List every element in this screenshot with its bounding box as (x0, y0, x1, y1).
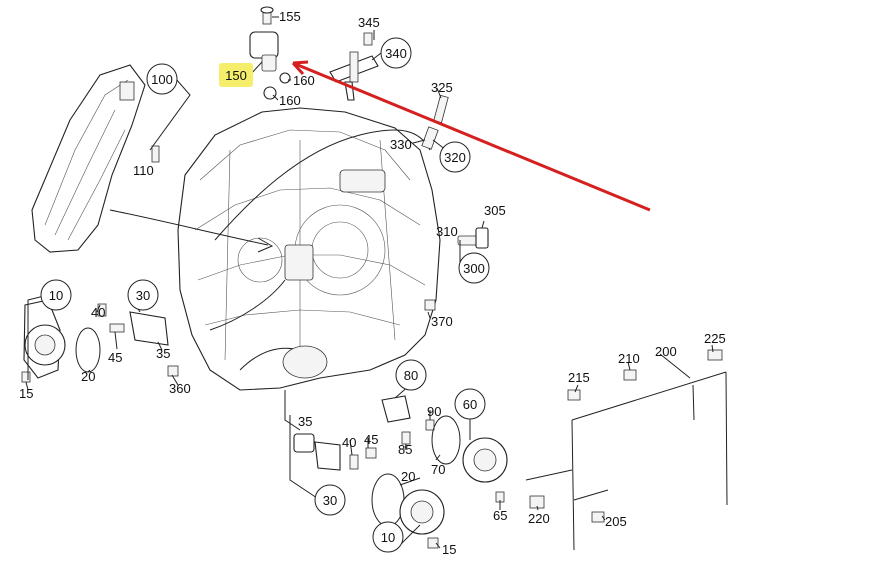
label-370: 370 (431, 314, 453, 329)
right-flange-group (381, 395, 508, 503)
sensor-305-part (457, 227, 489, 249)
label-85: 85 (398, 442, 412, 457)
label-45-bottom: 45 (364, 432, 378, 447)
label-45-left: 45 (108, 350, 122, 365)
label-70: 70 (431, 462, 445, 477)
red-pointer-arrow (291, 60, 651, 212)
label-150: 150 (225, 68, 247, 83)
label-110: 110 (133, 163, 154, 178)
label-160-bottom: 160 (279, 93, 301, 108)
plug-370-part (424, 299, 436, 311)
bolt-110-part (151, 145, 160, 163)
label-160-top: 160 (293, 73, 315, 88)
transmission-housing (177, 107, 441, 391)
label-210: 210 (618, 351, 640, 366)
label-20-bottom: 20 (401, 469, 415, 484)
label-15-left: 15 (19, 386, 33, 401)
bottom-flange-group (293, 433, 445, 549)
label-220: 220 (528, 511, 550, 526)
label-215: 215 (568, 370, 590, 385)
callout-labels: 155 345 340 150 160 160 100 110 325 330 … (19, 9, 726, 557)
label-30-bottom: 30 (323, 493, 337, 508)
label-35-left: 35 (156, 346, 170, 361)
leader-lines (25, 16, 714, 549)
label-305: 305 (484, 203, 506, 218)
label-155: 155 (279, 9, 301, 24)
highlight-150-marker (219, 63, 253, 87)
label-325: 325 (431, 80, 453, 95)
valve-body-part (31, 64, 146, 253)
label-330: 330 (390, 137, 412, 152)
left-flange-group (21, 299, 179, 383)
label-40-left: 40 (91, 305, 105, 320)
bracket-340-part (329, 32, 379, 101)
label-20-left: 20 (81, 369, 95, 384)
label-205: 205 (605, 514, 627, 529)
label-40-bottom: 40 (342, 435, 356, 450)
sensor-150-part (249, 6, 291, 100)
label-60: 60 (463, 397, 477, 412)
label-10-bottom: 10 (381, 530, 395, 545)
label-65: 65 (493, 508, 507, 523)
label-340: 340 (385, 46, 407, 61)
label-100: 100 (151, 72, 173, 87)
label-90: 90 (427, 404, 441, 419)
label-320: 320 (444, 150, 466, 165)
label-30-left: 30 (136, 288, 150, 303)
label-360: 360 (169, 381, 191, 396)
label-200: 200 (655, 344, 677, 359)
label-345: 345 (358, 15, 380, 30)
label-10-left: 10 (49, 288, 63, 303)
label-35-bottom: 35 (298, 414, 312, 429)
label-80: 80 (404, 368, 418, 383)
callout-circles (40, 37, 490, 553)
label-15-bottom: 15 (442, 542, 456, 557)
label-225: 225 (704, 331, 726, 346)
label-310: 310 (436, 224, 458, 239)
label-300: 300 (463, 261, 485, 276)
